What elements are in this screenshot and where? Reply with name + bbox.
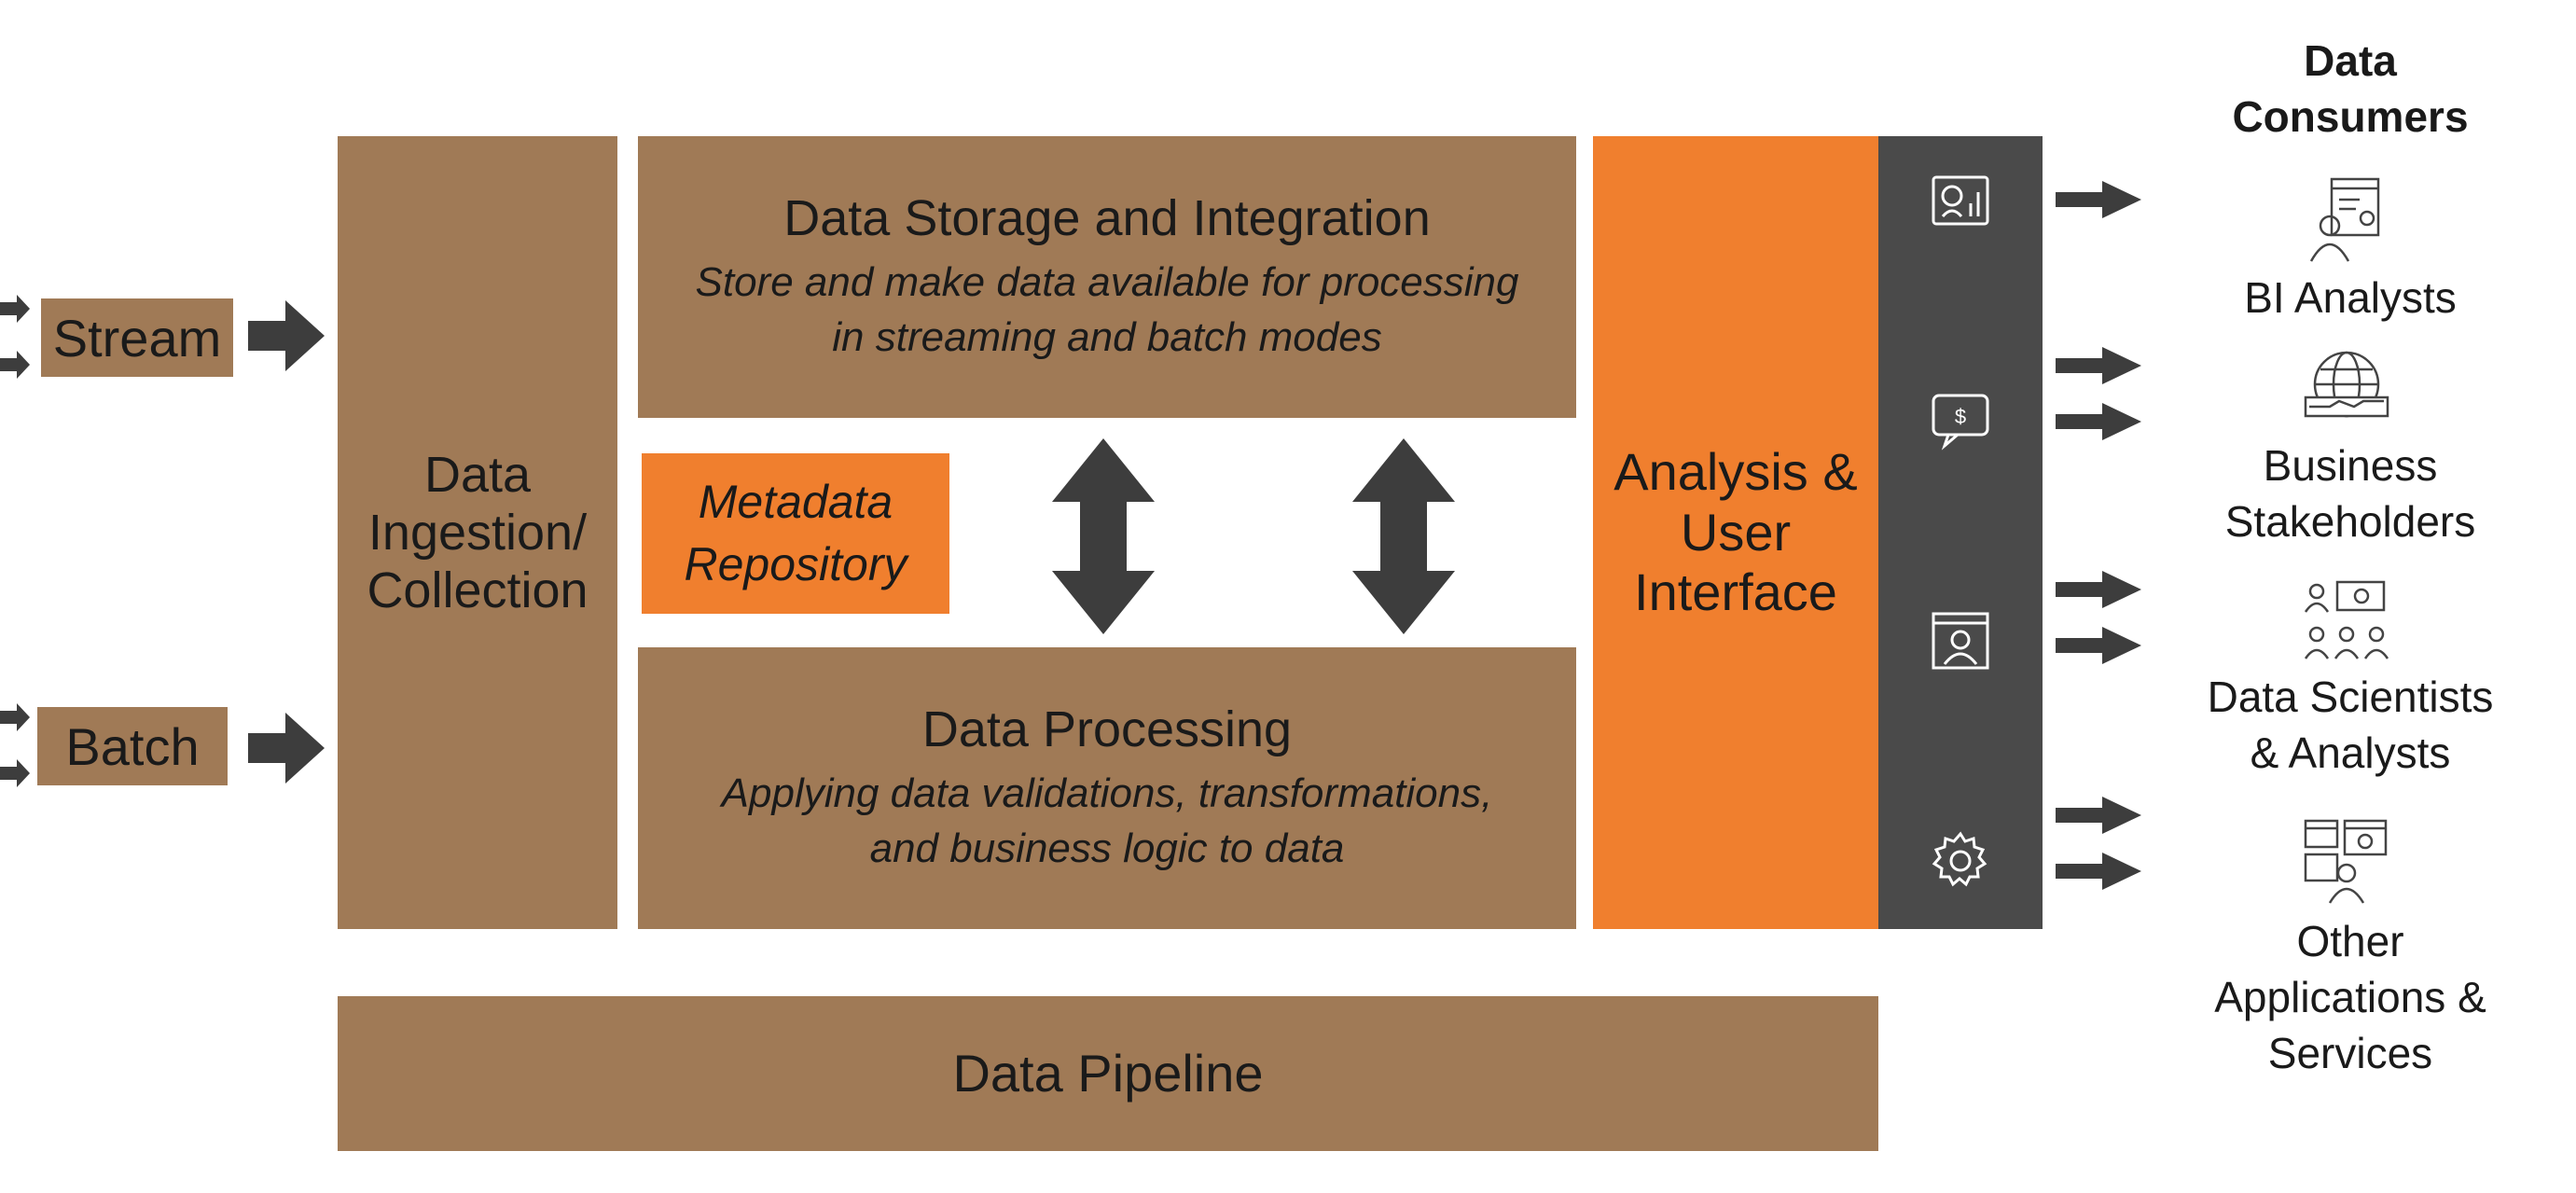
storage-box: Data Storage and Integration Store and m… [638,136,1576,418]
consumer-label: Business [2263,441,2438,490]
batch-source-box: Batch [37,707,228,785]
storage-title: Data Storage and Integration [783,189,1431,246]
consumer-label: BI Analysts [2244,273,2457,322]
consumers-heading: Data Consumers [2145,34,2555,146]
consumer-label: Data Scientists [2207,673,2494,721]
processing-box: Data Processing Applying data validation… [638,647,1576,929]
consumers-heading-line1: Data [2304,36,2397,85]
consumer-bi-analysts: BI Analysts [2145,271,2555,326]
interface-icon-panel: $ [1878,136,2043,929]
user-profile-icon [1932,612,1989,670]
consumer-label: Services [2267,1028,2433,1077]
gear-icon [1932,831,1987,887]
consumer-data-scientists: Data Scientists & Analysts [2145,670,2555,782]
dashboard-icon [1932,175,1989,226]
apps-user-icon [2304,819,2388,904]
double-arrow-right [1352,438,1455,634]
ingestion-box: Data Ingestion/ Collection [338,136,617,929]
chat-icon: $ [1932,394,1989,451]
svg-text:$: $ [1955,405,1966,428]
storage-subtitle-line1: Store and make data available for proces… [695,258,1519,305]
storage-subtitle-line2: in streaming and batch modes [832,314,1382,361]
processing-title: Data Processing [921,701,1293,757]
ingestion-title: Data Ingestion/ Collection [367,446,589,619]
consumer-output-arrows [2056,181,2141,890]
team-icon [2304,580,2389,659]
consumer-label: Other [2296,917,2404,965]
batch-label: Batch [65,716,200,776]
analysis-interface-box: Analysis & User Interface [1593,136,1878,929]
analysis-line2: User [1680,502,1792,562]
analysis-line3: Interface [1634,562,1837,622]
metadata-line2: Repository [684,538,907,590]
metadata-line1: Metadata [698,475,893,528]
consumers-heading-line2: Consumers [2232,91,2469,141]
report-user-icon [2309,177,2380,262]
processing-subtitle-line1: Applying data validations, transformatio… [721,770,1493,816]
metadata-repository-box: Metadata Repository [642,453,949,614]
pipeline-box: Data Pipeline [338,996,1878,1151]
batch-incoming-arrows [0,703,30,787]
analysis-line1: Analysis & [1613,442,1858,502]
consumer-label: Applications & [2214,972,2486,1021]
pipeline-title: Data Pipeline [952,1043,1264,1103]
batch-to-ingestion-arrow [248,713,325,784]
stream-source-box: Stream [41,298,233,377]
stream-label: Stream [52,308,222,368]
consumer-label: & Analysts [2250,728,2451,777]
stream-incoming-arrows [0,295,30,379]
processing-subtitle-line2: and business logic to data [869,825,1345,872]
consumer-business-stakeholders: Business Stakeholders [2145,438,2555,550]
consumer-other-applications: Other Applications & Services [2145,914,2555,1081]
consumer-label: Stakeholders [2224,496,2476,546]
double-arrow-left [1052,438,1155,634]
globe-handshake-icon [2304,351,2389,418]
stream-to-ingestion-arrow [248,300,325,371]
